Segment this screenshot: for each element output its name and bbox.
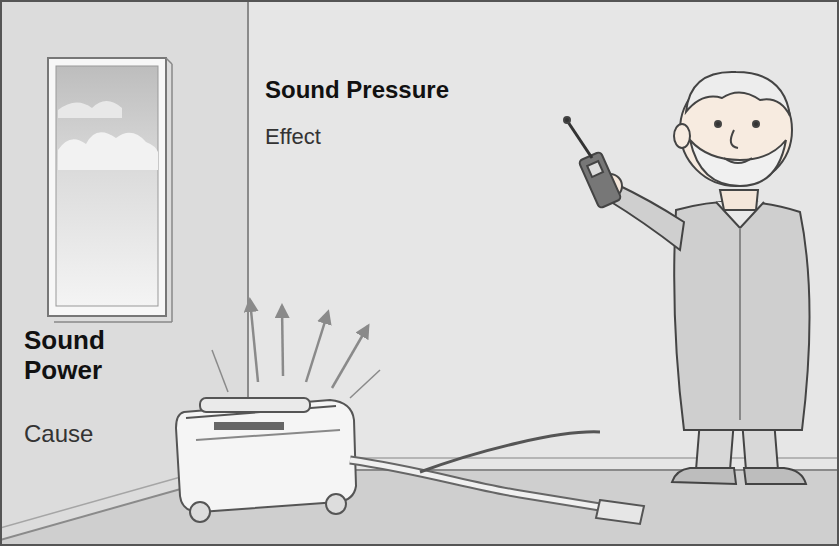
sound-waves-part: [282, 306, 283, 376]
man-figure-part: [720, 190, 758, 210]
man-figure-part: [744, 468, 806, 484]
vacuum-cleaner-part: [350, 460, 606, 508]
man-figure: [564, 72, 810, 484]
man-figure-part: [715, 121, 721, 127]
sound-waves: [212, 300, 380, 398]
man-figure-part: [724, 158, 752, 163]
window: [48, 58, 172, 322]
window-part: [58, 132, 158, 170]
vacuum-cleaner-part: [176, 400, 356, 512]
man-figure-part: [674, 124, 690, 148]
man-figure-part: [739, 228, 741, 420]
man-figure-part: [587, 161, 603, 177]
window-part: [171, 64, 173, 322]
vacuum-cleaner-part: [214, 422, 284, 430]
vacuum-cleaner-part: [596, 500, 644, 524]
subheading-label: Cause: [24, 420, 93, 448]
man-figure-part: [674, 201, 809, 430]
sound-waves-part: [332, 326, 368, 388]
vacuum-cleaner-part: [200, 398, 310, 412]
man-figure-part: [564, 117, 570, 123]
vacuum-cleaner-part: [350, 460, 606, 508]
window-part: [166, 58, 172, 64]
window-part: [48, 58, 166, 316]
heading-label: Sound Pressure: [265, 76, 449, 104]
vacuum-cleaner-part: [196, 430, 340, 440]
sound-waves-part: [212, 350, 228, 392]
vacuum-cleaner-part: [190, 502, 210, 522]
sound-waves-part: [250, 300, 258, 382]
man-figure-part: [753, 121, 759, 127]
vacuum-cleaner-part: [420, 432, 600, 472]
window-part: [58, 101, 122, 118]
man-figure-part: [578, 151, 621, 208]
man-figure-part: [731, 130, 738, 148]
window-part: [56, 66, 158, 306]
vacuum-cleaner: [176, 398, 644, 524]
vacuum-cleaner-part: [326, 494, 346, 514]
heading-label: Sound Power: [24, 326, 105, 386]
window-part: [54, 321, 172, 323]
sound-waves-part: [350, 370, 380, 398]
man-figure-part: [568, 122, 592, 158]
man-figure-part: [686, 72, 790, 116]
man-figure-part: [690, 140, 786, 186]
man-figure-part: [672, 468, 736, 484]
subheading-label: Effect: [265, 124, 321, 149]
sound-waves-part: [306, 312, 328, 382]
